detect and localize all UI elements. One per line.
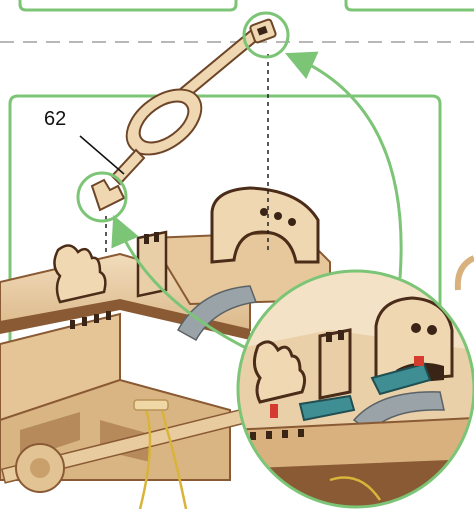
part-number-label: 62	[44, 108, 66, 131]
next-step-fragment	[458, 258, 474, 290]
zoom-detail-view	[230, 271, 474, 509]
part-62-leader-line	[80, 136, 124, 174]
next-panel-edge	[346, 0, 474, 10]
previous-panel-edge	[20, 0, 236, 10]
